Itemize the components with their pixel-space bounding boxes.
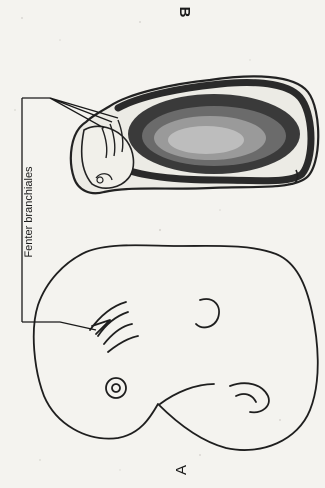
embryo-b [71,76,318,193]
panel-label-a: A [173,465,190,475]
embryo-a-outline [34,245,318,450]
embryo-a-branchial-arches [90,302,138,352]
panel-label-b: B [176,7,193,18]
embryo-a-eye [106,378,126,398]
annotation-label: Fenter branchiales [23,166,35,258]
embryo-a [34,245,318,450]
